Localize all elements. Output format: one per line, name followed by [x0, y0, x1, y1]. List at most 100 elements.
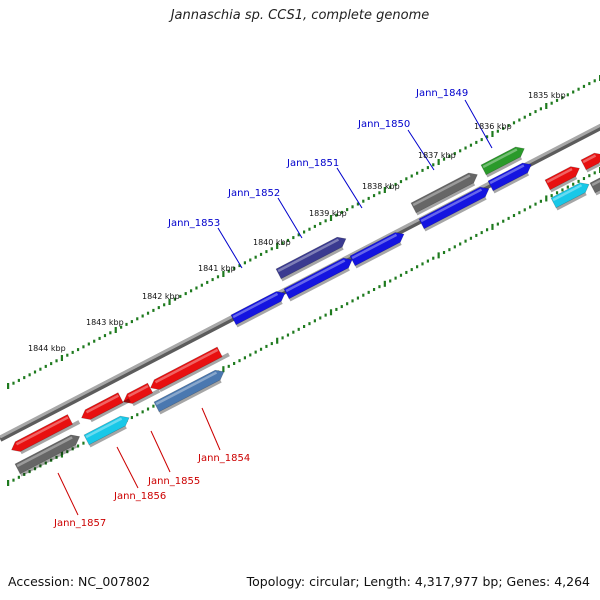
inner-tick — [561, 188, 564, 192]
gene-right-red — [544, 166, 580, 193]
gene-body — [11, 414, 74, 452]
gene-shade — [158, 352, 230, 393]
inner-tick — [313, 319, 316, 323]
gene-shade — [235, 300, 283, 328]
outer-tick — [416, 171, 419, 175]
outer-tick — [120, 325, 123, 329]
outer-tick — [195, 286, 198, 290]
inner-tick — [442, 251, 446, 255]
gene-highlight — [351, 233, 398, 260]
inner-tick — [518, 211, 521, 215]
inner-tick — [249, 353, 252, 357]
inner-tick — [319, 316, 322, 320]
inner-tick — [276, 337, 279, 344]
outer-tick — [141, 314, 144, 318]
scale-label: 1838 kbp — [362, 182, 400, 191]
outer-tick — [507, 124, 510, 128]
outer-tick — [577, 87, 580, 91]
outer-tick — [561, 96, 564, 100]
gene-shade — [555, 191, 587, 211]
outer-tick — [539, 107, 542, 111]
outer-tick — [593, 79, 596, 83]
label-leader-line — [150, 430, 171, 473]
outer-tick — [163, 303, 166, 307]
gene-shade — [89, 398, 131, 423]
outer-tick — [469, 143, 473, 147]
inner-tick — [539, 199, 542, 203]
accession-text: Accession: NC_007802 — [8, 574, 151, 589]
inner-tick — [340, 305, 343, 309]
inner-tick — [76, 444, 80, 448]
gene-jann-1856-red — [81, 392, 131, 423]
outer-tick — [216, 275, 220, 279]
inner-tick — [23, 472, 26, 476]
inner-tick — [281, 336, 284, 340]
outer-tick — [66, 353, 69, 357]
gene-jann-1855-red — [123, 382, 161, 407]
outer-tick — [50, 362, 53, 366]
gene-jann-1853 — [283, 257, 353, 302]
gene-highlight — [85, 394, 119, 414]
gene-highlight — [582, 154, 597, 164]
inner-tick — [550, 194, 553, 198]
gene-body — [81, 392, 124, 420]
gene-shade — [131, 388, 161, 407]
inner-tick — [394, 276, 397, 280]
gene-body — [275, 236, 347, 280]
scale-label: 1840 kbp — [253, 238, 291, 247]
inner-tick — [7, 480, 10, 486]
outer-tick — [103, 334, 107, 338]
scale-label: 1843 kbp — [86, 318, 124, 327]
outer-tick — [550, 101, 553, 105]
outer-tick — [28, 373, 31, 377]
gene-label: Jann_1855 — [147, 476, 200, 487]
gene-body — [480, 146, 525, 176]
gene-jann-1852 — [349, 232, 405, 269]
outer-tick — [71, 350, 74, 354]
scale-label: 1836 kbp — [474, 122, 512, 131]
inner-tick — [383, 280, 386, 287]
gene-shade — [485, 155, 523, 178]
inner-tick — [496, 222, 499, 226]
gene-body — [153, 369, 225, 413]
gene-jann-1857-red — [11, 414, 81, 455]
outer-tick — [308, 227, 311, 231]
inner-tick — [475, 233, 478, 237]
label-leaders — [57, 99, 493, 516]
outer-tick — [114, 327, 117, 333]
outer-tick — [313, 224, 316, 228]
inner-tick — [491, 223, 494, 230]
inner-tick — [292, 330, 295, 334]
gene-body — [487, 162, 532, 192]
outer-tick — [426, 166, 429, 170]
gene-highlight — [155, 371, 218, 406]
outer-tick — [340, 210, 343, 214]
outer-tick — [502, 126, 505, 130]
inner-tick — [152, 404, 155, 408]
inner-tick — [432, 256, 435, 260]
inner-tick — [459, 242, 462, 246]
inner-tick — [351, 299, 354, 303]
gene-body — [83, 415, 130, 446]
inner-tick — [146, 407, 150, 411]
gene-body — [123, 382, 154, 404]
gene-right-grey — [589, 176, 600, 196]
outer-tick — [184, 292, 187, 296]
outer-tick — [157, 306, 160, 310]
outer-tick — [82, 345, 85, 349]
outer-tick — [200, 283, 203, 287]
inner-tick — [50, 458, 53, 462]
outer-tick — [432, 163, 435, 167]
outer-tick — [534, 110, 537, 114]
label-leader-line — [116, 446, 139, 489]
outer-tick — [87, 342, 90, 346]
outer-tick — [23, 376, 26, 380]
inner-tick — [44, 461, 47, 465]
outer-tick — [523, 115, 526, 119]
outer-tick — [44, 364, 47, 368]
outer-tick — [383, 187, 386, 193]
outer-tick — [351, 205, 354, 209]
gene-jann-1857 — [14, 434, 81, 477]
inner-tick — [416, 265, 419, 269]
inner-tick — [136, 413, 139, 417]
